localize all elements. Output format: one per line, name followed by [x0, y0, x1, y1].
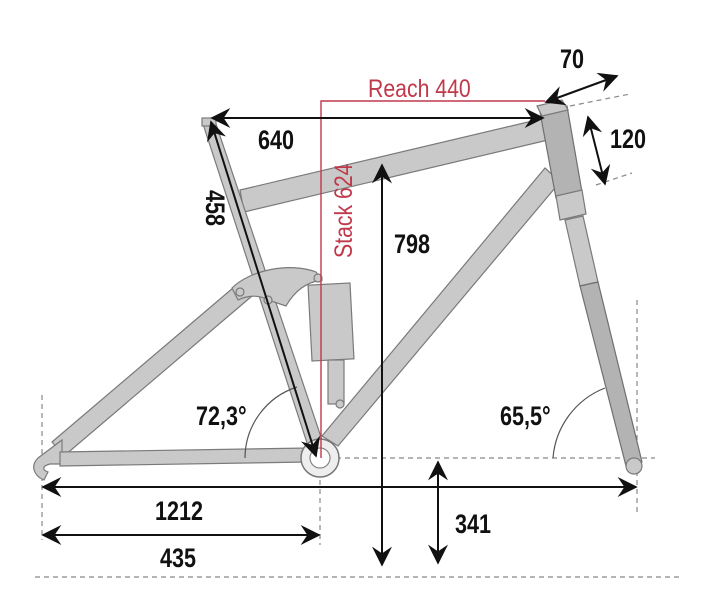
front-axle: [625, 457, 643, 475]
head-offset-arrow: [544, 72, 619, 106]
seat-tube-arrow: [206, 120, 321, 458]
chainstay: [59, 447, 309, 467]
fork-upper: [564, 215, 599, 287]
standover-label: 798: [394, 230, 430, 260]
seat-post-top: [201, 117, 217, 127]
fork-lower: [579, 281, 643, 467]
shock-body: [307, 282, 355, 362]
seat-tube-label: 458: [199, 190, 229, 226]
top-tube-label: 640: [258, 126, 294, 156]
reach-stack-lines: [320, 100, 545, 458]
bb-height-label: 341: [455, 510, 491, 540]
bike-frame: [33, 99, 643, 481]
head-offset-label: 70: [560, 45, 584, 75]
head-angle-label: 65,5°: [500, 402, 551, 432]
chainstay-label: 435: [160, 544, 196, 574]
stack-label: Stack 624: [329, 163, 357, 258]
head-length-label: 120: [610, 125, 646, 155]
wheelbase-label: 1212: [155, 497, 203, 527]
seat-angle-label: 72,3°: [196, 402, 247, 432]
seat-angle-arc: [244, 386, 298, 459]
rear-dropout: [33, 438, 63, 481]
head-angle-arc: [552, 387, 606, 459]
dimension-arrows: [41, 72, 638, 567]
reach-label: Reach 440: [368, 74, 471, 102]
head-length-arrow: [582, 115, 611, 186]
headset: [555, 189, 587, 221]
shock-shaft: [327, 359, 345, 405]
